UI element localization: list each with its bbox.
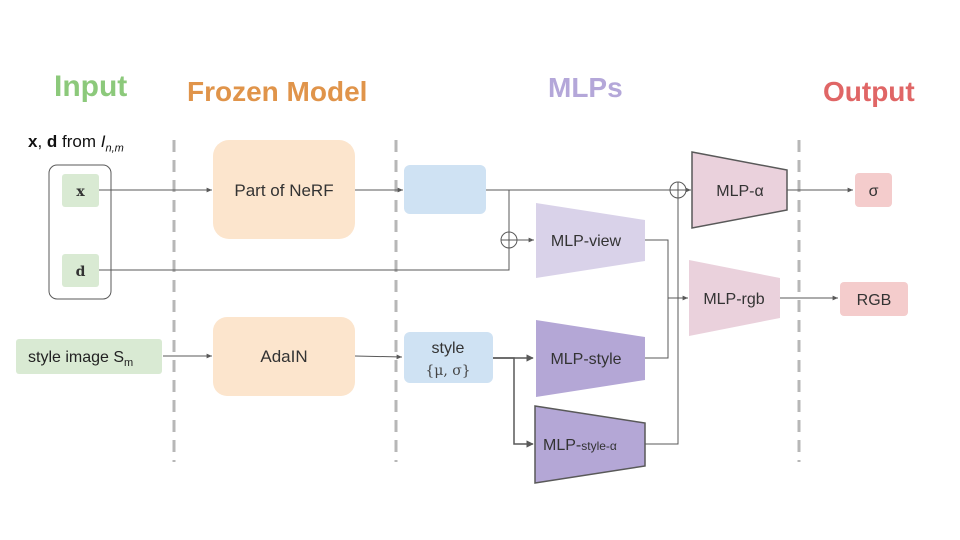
feature-box <box>404 165 486 214</box>
mlp-style-alpha-node <box>534 405 646 484</box>
input-section-title: Input <box>54 70 128 103</box>
style-stats-node <box>404 332 493 383</box>
mlp-view-node <box>536 203 645 278</box>
d-input-node <box>62 254 99 287</box>
mlp-alpha-label: MLP-α <box>716 183 763 200</box>
mlp-rgb-node <box>689 260 780 336</box>
edge-d-to-sum-view <box>99 248 510 271</box>
sum-node-alpha <box>669 181 687 199</box>
adain-node <box>213 317 355 396</box>
input-group-box <box>48 164 112 300</box>
mlp-style-label: MLP-style <box>550 351 621 368</box>
edge-adain-to-style <box>354 354 403 360</box>
d-symbol: d <box>46 132 58 151</box>
style-stats-symbols: {μ, σ} <box>425 363 470 379</box>
image-subscript: n,m <box>105 142 124 155</box>
mlp-style-node <box>536 320 645 397</box>
d-input-label: d <box>76 264 86 280</box>
mlp-alpha-node <box>691 151 788 229</box>
style-stats-label: style <box>432 340 465 357</box>
sigma-output-node <box>855 173 892 207</box>
mlp-rgb-label: MLP-rgb <box>703 291 764 308</box>
mlp-style-alpha-label: MLP-style-α <box>543 437 617 454</box>
edge-style-to-mlp-style-alpha <box>493 357 534 448</box>
x-input-label: x <box>76 184 85 200</box>
input-caption: x, d from In,m <box>28 132 124 154</box>
mlp-view-label: MLP-view <box>551 233 622 250</box>
caption-from: from <box>57 132 101 151</box>
x-symbol: x <box>28 132 38 151</box>
caption-separator: , <box>37 132 47 151</box>
mlps-section-title: MLPs <box>548 72 623 103</box>
output-section-title: Output <box>823 76 915 107</box>
x-input-node <box>62 174 99 207</box>
edge-mlp-view-to-rgb <box>645 239 669 298</box>
rgb-output-node <box>840 282 908 316</box>
edge-mlp-style-to-rgb <box>645 298 669 359</box>
part-of-nerf-node <box>213 140 355 239</box>
rgb-output-label: RGB <box>857 292 892 309</box>
frozen-model-section-title: Frozen Model <box>187 76 368 107</box>
edge-mlp-style-alpha-to-sum <box>645 198 679 445</box>
part-of-nerf-label: Part of NeRF <box>234 181 333 200</box>
image-symbol: I <box>100 132 106 151</box>
sum-node-view <box>500 231 518 249</box>
style-image-node <box>16 339 162 374</box>
adain-label: AdaIN <box>260 347 307 366</box>
style-image-label: style image Sm <box>28 349 133 369</box>
sigma-output-label: σ <box>869 183 879 200</box>
